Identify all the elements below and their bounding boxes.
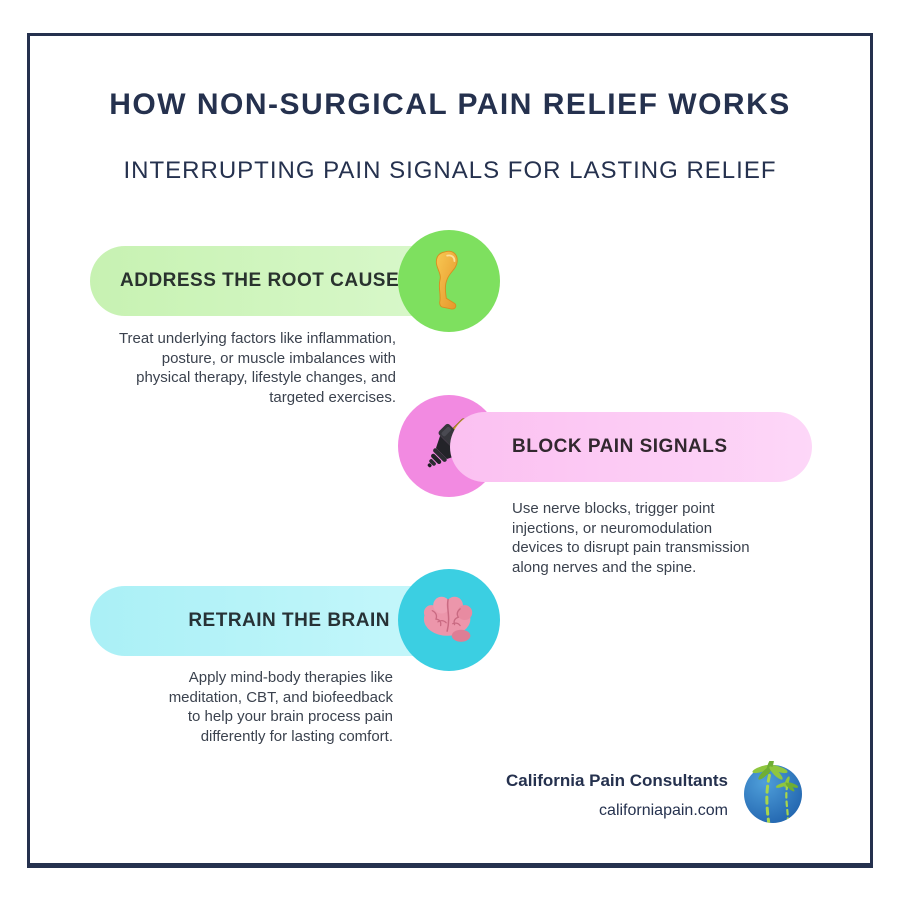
step-label: BLOCK PAIN SIGNALS	[512, 436, 728, 457]
bent-leg-icon	[435, 250, 458, 310]
border-frame	[27, 33, 873, 868]
step-description: Treat underlying factors like inflammati…	[118, 330, 396, 406]
page-title: HOW NON-SURGICAL PAIN RELIEF WORKS	[109, 88, 791, 121]
step-label: ADDRESS THE ROOT CAUSE	[120, 270, 400, 291]
step-pill-retrain-the-brain: RETRAIN THE BRAIN	[90, 586, 448, 656]
footer: California Pain Consultants californiapa…	[506, 771, 728, 820]
step-pill-block-pain-signals: BLOCK PAIN SIGNALS	[450, 412, 812, 482]
step-description: Use nerve blocks, trigger point injectio…	[512, 500, 750, 576]
step-icon-circle-cyan	[398, 569, 500, 671]
step-icon-circle-green	[398, 230, 500, 332]
palm-tree-globe-logo	[741, 757, 805, 825]
step-description: Apply mind-body therapies like meditatio…	[168, 669, 393, 745]
brand-name: California Pain Consultants	[506, 771, 728, 790]
step-pill-address-root-cause: ADDRESS THE ROOT CAUSE	[90, 246, 448, 316]
step-label: RETRAIN THE BRAIN	[188, 610, 390, 631]
brain-icon	[423, 596, 473, 642]
page-subtitle: INTERRUPTING PAIN SIGNALS FOR LASTING RE…	[123, 157, 777, 184]
website-url: californiapain.com	[599, 802, 728, 819]
